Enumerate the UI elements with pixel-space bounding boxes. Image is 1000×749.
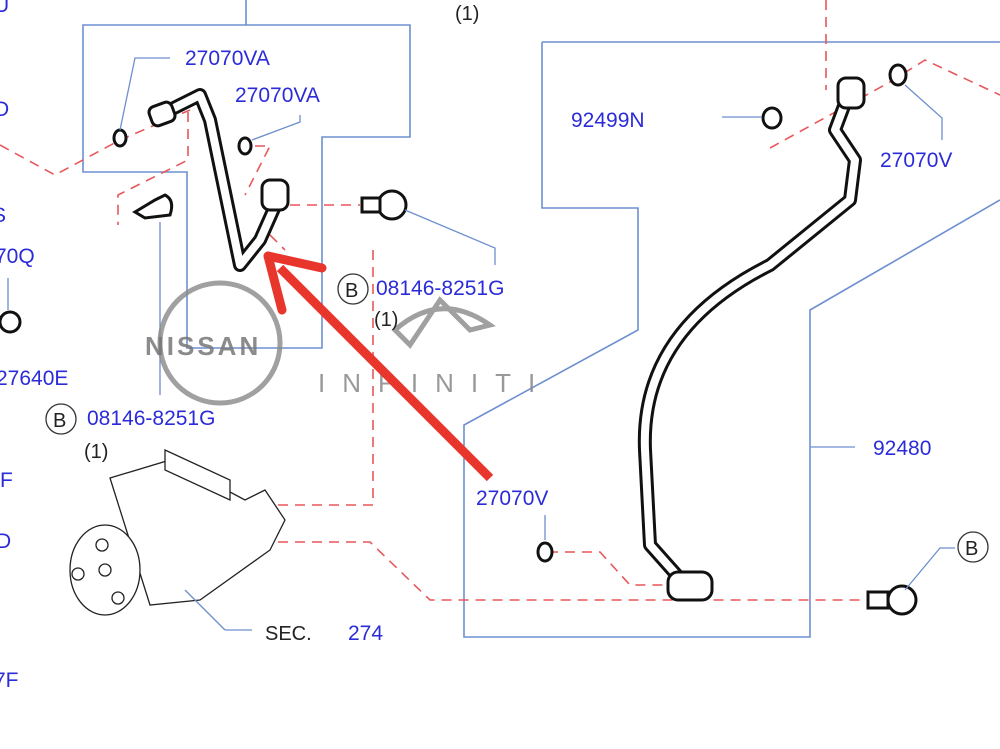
leader <box>404 209 496 265</box>
quantity-label: (1) <box>374 309 398 331</box>
dashed-leader <box>270 250 374 506</box>
bolt-marker: B <box>965 538 978 560</box>
part-number-label[interactable]: 27070VA <box>235 84 320 107</box>
svg-text:NISSAN: NISSAN <box>145 331 261 361</box>
bolt-marker-circle <box>337 273 369 305</box>
nissan-logo: NISSAN <box>145 280 283 406</box>
dashed-leader <box>769 0 1000 149</box>
edge-label[interactable]: 70Q <box>0 245 35 268</box>
edge-label[interactable]: D <box>0 98 9 121</box>
main-hose-92480 <box>637 76 866 602</box>
o-ring <box>237 136 253 156</box>
dashed-leader <box>278 541 870 601</box>
leader <box>904 84 943 140</box>
bolt-icon <box>0 310 22 334</box>
bolt-icon <box>132 193 174 220</box>
edge-label[interactable]: D <box>0 530 11 553</box>
cap-icon <box>761 106 783 130</box>
bolt-icon <box>866 584 918 616</box>
edge-label[interactable]: 7F <box>0 669 19 692</box>
part-number-label[interactable]: 92499N <box>571 109 645 132</box>
infiniti-logo: INFINITI <box>318 296 552 398</box>
part-number-label[interactable]: 08146-8251G <box>87 407 215 430</box>
dashed-leader <box>548 551 680 586</box>
part-number-label[interactable]: 27070V <box>476 487 548 510</box>
part-number-label[interactable]: 27070VA <box>185 47 270 70</box>
part-number-label[interactable]: 92480 <box>873 437 931 460</box>
frame-main-hose <box>463 41 1000 638</box>
dashed-leader <box>117 112 189 225</box>
o-ring <box>112 128 128 148</box>
bolt-marker: B <box>53 410 66 432</box>
dashed-leader <box>244 145 360 251</box>
quantity-label: (1) <box>84 441 108 463</box>
quantity-label: (1) <box>455 3 479 25</box>
compressor <box>69 448 286 616</box>
part-number-label[interactable]: 27070V <box>880 149 952 172</box>
bolt-icon <box>360 189 408 221</box>
section-link[interactable]: 274 <box>348 622 383 645</box>
o-ring <box>888 63 908 87</box>
edge-label[interactable]: F <box>0 469 13 492</box>
section-prefix: SEC. <box>265 623 312 645</box>
leader <box>904 547 955 591</box>
edge-label[interactable]: S <box>0 204 6 227</box>
frame-upper-hose <box>82 0 411 349</box>
o-ring <box>536 541 554 563</box>
leader-compressor <box>184 589 226 631</box>
red-arrow-annotation <box>263 251 494 482</box>
bolt-marker-circle <box>957 531 989 563</box>
edge-label[interactable]: U <box>0 0 9 17</box>
leader <box>119 57 170 131</box>
bolt-marker: B <box>345 280 358 302</box>
part-number-label[interactable]: 08146-8251G <box>376 277 504 300</box>
bolt-marker-circle <box>45 403 77 435</box>
upper-hose-assembly <box>147 88 290 272</box>
edge-label[interactable]: 27640E <box>0 367 68 390</box>
svg-text:INFINITI: INFINITI <box>318 368 552 398</box>
leader <box>251 115 301 141</box>
